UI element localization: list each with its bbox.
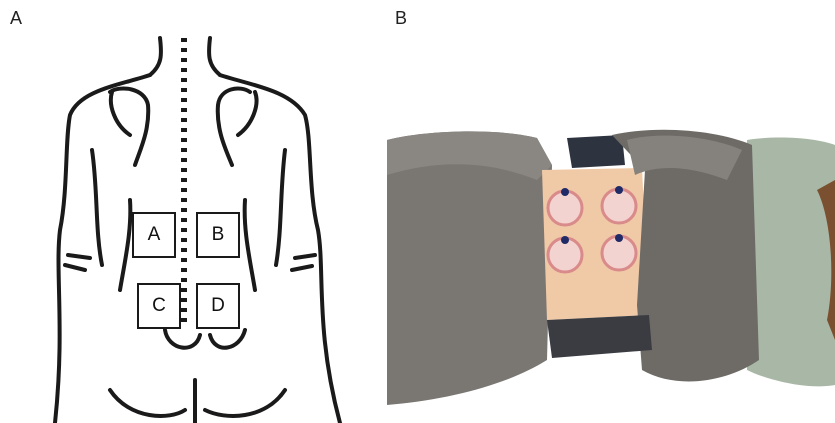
cupping-photo-illustration [387,120,835,405]
region-box-d: D [196,283,240,329]
region-box-b: B [196,212,240,258]
panel-label-b: B [395,8,407,29]
region-box-a: A [132,212,176,258]
panel-label-a: A [10,8,22,29]
cupping-photo [387,120,835,405]
region-label-a: A [148,224,161,246]
region-label-b: B [212,224,225,246]
region-box-c: C [137,283,181,329]
region-label-c: C [152,295,166,317]
region-label-d: D [211,295,225,317]
